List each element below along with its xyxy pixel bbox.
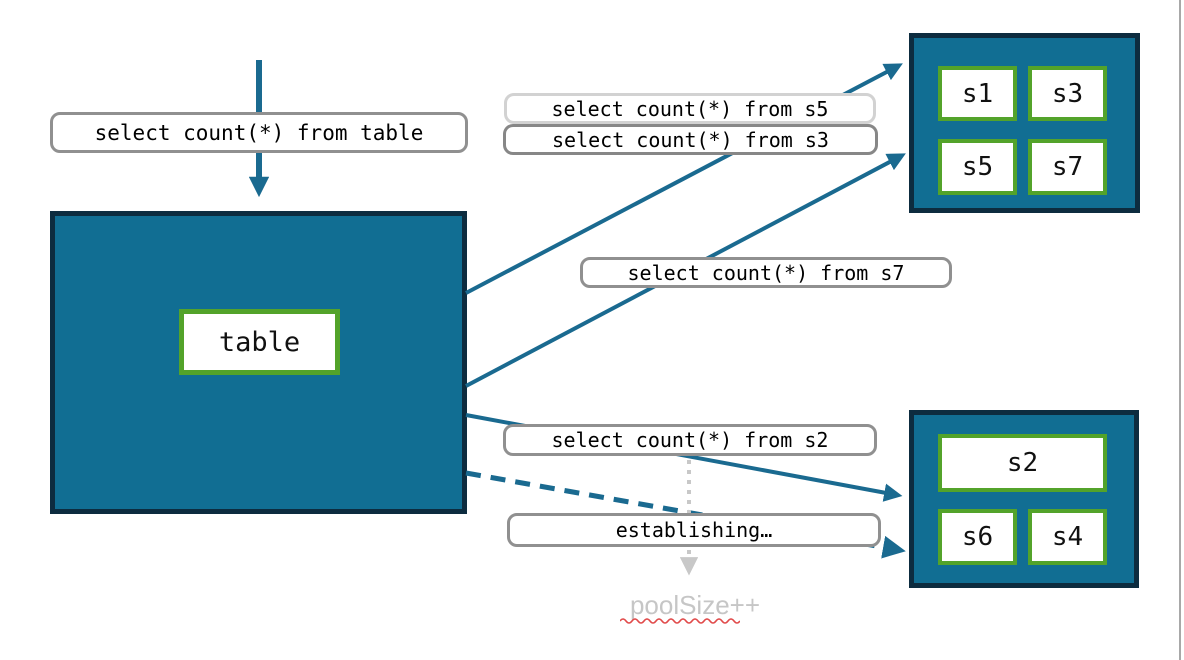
shard-s5-label: s5 [961, 152, 994, 182]
shard-s7: s7 [1028, 139, 1107, 195]
shard-s3: s3 [1028, 66, 1107, 121]
poolsize-annotation: poolSize++ [600, 590, 790, 621]
shard-s6-label: s6 [961, 522, 994, 552]
shard-group-top: s1 s3 s5 s7 [909, 33, 1140, 213]
table-label: table [218, 326, 301, 358]
shard-s1: s1 [938, 66, 1017, 121]
query-label-from-s2-text: select count(*) from s2 [551, 428, 829, 452]
shard-s4-label: s4 [1051, 522, 1084, 552]
shard-s3-label: s3 [1051, 78, 1084, 109]
label-establishing: establishing… [507, 513, 881, 547]
label-establishing-text: establishing… [615, 518, 773, 542]
spellcheck-squiggle [620, 618, 740, 624]
shard-s1-label: s1 [961, 78, 994, 109]
query-label-from-s7-text: select count(*) from s7 [627, 260, 905, 285]
query-label-from-s7: select count(*) from s7 [580, 257, 952, 288]
query-label-from-s2: select count(*) from s2 [503, 424, 877, 456]
slide-edge-line [1179, 0, 1181, 660]
query-label-from-s5: select count(*) from s5 [504, 93, 876, 124]
query-label-from-table-text: select count(*) from table [94, 120, 424, 145]
shard-s4: s4 [1028, 509, 1107, 565]
shard-s2-label: s2 [1006, 448, 1039, 478]
table-node: table [50, 211, 467, 514]
shard-s7-label: s7 [1051, 152, 1084, 182]
query-label-from-s5-text: select count(*) from s5 [551, 96, 829, 121]
shard-group-bottom: s2 s6 s4 [909, 410, 1139, 588]
poolsize-annotation-text: poolSize++ [629, 590, 761, 620]
query-label-from-table: select count(*) from table [50, 112, 468, 153]
shard-s6: s6 [938, 509, 1017, 565]
shard-s5: s5 [938, 139, 1017, 195]
query-label-from-s3-text: select count(*) from s3 [552, 127, 829, 152]
shard-s2: s2 [938, 434, 1107, 492]
table-cell: table [179, 309, 340, 375]
query-label-from-s3: select count(*) from s3 [503, 124, 878, 155]
